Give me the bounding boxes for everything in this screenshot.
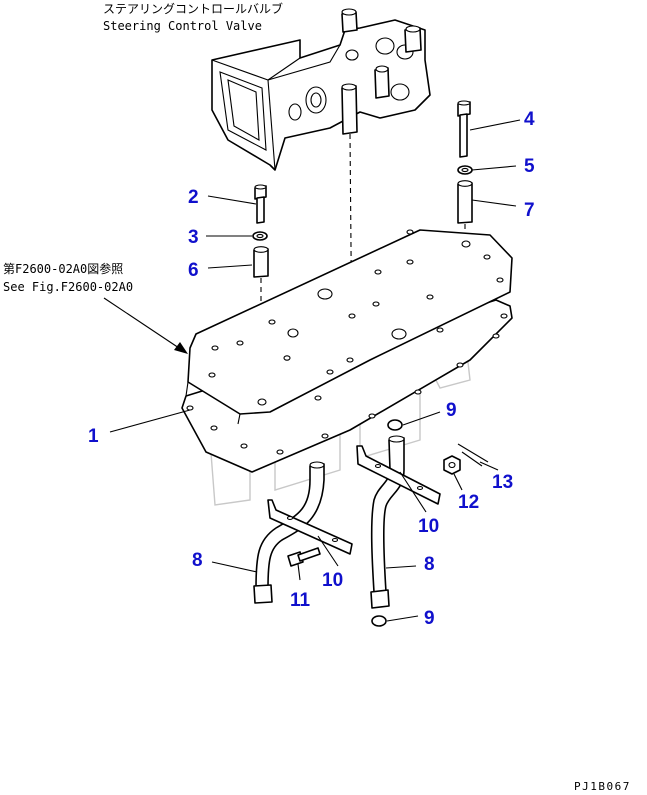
callout-5: 5	[524, 156, 535, 177]
callout-11: 11	[290, 590, 311, 611]
callouts: 1 2 3 4 5 6 7 8 8 9 9 10 10 11 12 13	[88, 109, 535, 629]
reference-leader	[103, 297, 183, 351]
title-english: Steering Control Valve	[103, 19, 262, 33]
callout-1: 1	[88, 426, 99, 447]
center-line	[349, 133, 353, 361]
bolt-4	[457, 100, 471, 158]
callout-8-right: 8	[424, 554, 435, 575]
bracket-10-lower	[267, 499, 353, 555]
callout-3: 3	[188, 227, 199, 248]
reference-arrowhead	[174, 342, 188, 354]
reference-english: See Fig.F2600-02A0	[3, 280, 133, 294]
part-13	[457, 443, 489, 467]
steering-control-valve	[211, 8, 431, 171]
bolt-11	[287, 547, 321, 567]
callout-9-lower: 9	[424, 608, 435, 629]
leader-lines	[109, 119, 521, 622]
spacer-6	[253, 246, 269, 278]
drawing-code: PJ1B067	[574, 780, 631, 793]
callout-2: 2	[188, 187, 199, 208]
nut-12	[443, 455, 461, 475]
callout-12: 12	[458, 492, 479, 513]
bolt-2	[254, 184, 267, 224]
callout-10-upper: 10	[418, 516, 439, 537]
spacer-7	[457, 180, 473, 224]
bracket-10-upper	[356, 445, 441, 505]
o-ring-9-upper	[387, 419, 403, 431]
callout-4: 4	[524, 109, 535, 130]
callout-13: 13	[492, 472, 513, 493]
callout-7: 7	[524, 200, 535, 221]
title-japanese: ステアリングコントロールバルブ	[103, 1, 283, 16]
callout-8-left: 8	[192, 550, 203, 571]
callout-10-lower: 10	[322, 570, 343, 591]
callout-9-upper: 9	[446, 400, 457, 421]
o-ring-9-lower	[371, 615, 387, 627]
callout-6: 6	[188, 260, 199, 281]
reference-japanese: 第F2600-02A0図参照	[3, 261, 123, 276]
top-plate	[185, 229, 513, 425]
